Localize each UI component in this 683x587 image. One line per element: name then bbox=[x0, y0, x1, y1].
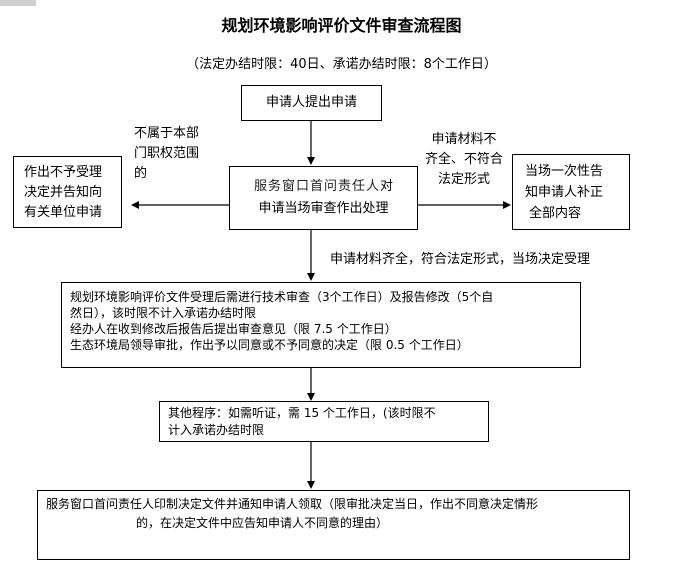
node-window-line1: 服务窗口首问责任人 bbox=[253, 179, 380, 194]
label-accepted: 申请材料齐全，符合法定形式，当场决定受理 bbox=[330, 252, 591, 267]
node-review-line: 然日），该时限不计入承诺办结时限 bbox=[70, 306, 257, 320]
node-reject: 作出不予受理 决定并告知向 有关单位申请 bbox=[13, 156, 122, 228]
node-final-line: 的，在决定文件中应告知申请人不同意的理由） bbox=[136, 516, 389, 530]
label-incomplete-line: 申请材料不 bbox=[431, 132, 497, 147]
node-other-line: 计入承诺办结时限 bbox=[168, 423, 265, 437]
node-correct-line: 全部内容 bbox=[529, 206, 582, 221]
node-window: 服务窗口首问责任人对 申请当场审查作出处理 bbox=[229, 166, 418, 230]
node-review-line: 规划环境影响评价文件受理后需进行技术审查（3个工作日）及报告修改（5个自 bbox=[70, 290, 494, 304]
node-window-line2: 申请当场审查作出处理 bbox=[258, 201, 389, 216]
node-other: 其他程序：如需听证，需 15 个工作日，(该时限不 计入承诺办结时限 bbox=[159, 401, 489, 442]
label-incomplete: 申请材料不 齐全、不符合 法定形式 bbox=[421, 130, 507, 190]
label-incomplete-line: 法定形式 bbox=[437, 172, 490, 187]
node-window-line1-wrap: 服务窗口首问责任人对 bbox=[254, 179, 393, 195]
node-correct: 当场一次性告 知申请人补正 全部内容 bbox=[512, 154, 630, 230]
node-correct-line: 当场一次性告 bbox=[525, 164, 604, 179]
label-not-in-scope: 不属于本部 门职权范围 的 bbox=[134, 124, 199, 184]
node-reject-line: 决定并告知向 bbox=[24, 185, 103, 200]
label-not-in-scope-line: 门职权范围 bbox=[134, 146, 200, 161]
node-final: 服务窗口首问责任人印制决定文件并通知申请人领取（限审批决定当日，作出不同意决定情… bbox=[37, 490, 630, 560]
diagram-subtitle: （法定办结时限：40日、承诺办结时限：8个工作日） bbox=[186, 57, 497, 72]
node-apply: 申请人提出申请 bbox=[241, 85, 382, 121]
label-not-in-scope-line: 不属于本部 bbox=[134, 126, 200, 141]
node-reject-line: 有关单位申请 bbox=[24, 205, 103, 220]
node-final-line: 服务窗口首问责任人印制决定文件并通知申请人领取（限审批决定当日，作出不同意决定情… bbox=[46, 497, 539, 511]
node-correct-line: 知申请人补正 bbox=[525, 185, 604, 200]
node-review-line: 生态环境局领导审批，作出予以同意或不予同意的决定（限 0.5 个工作日） bbox=[70, 338, 469, 352]
corner-mark bbox=[0, 0, 36, 6]
node-review-line: 经办人在收到修改后报告后提出审查意见（限 7.5 个工作日） bbox=[70, 322, 397, 336]
node-window-line1-suffix: 对 bbox=[380, 179, 394, 194]
node-reject-line: 作出不予受理 bbox=[24, 165, 103, 180]
node-review: 规划环境影响评价文件受理后需进行技术审查（3个工作日）及报告修改（5个自 然日）… bbox=[61, 282, 581, 368]
label-incomplete-line: 齐全、不符合 bbox=[424, 152, 503, 167]
node-other-line: 其他程序：如需听证，需 15 个工作日，(该时限不 bbox=[168, 406, 436, 420]
node-apply-text: 申请人提出申请 bbox=[265, 95, 357, 110]
diagram-title: 规划环境影响评价文件审查流程图 bbox=[221, 16, 462, 35]
label-not-in-scope-line: 的 bbox=[134, 166, 148, 181]
